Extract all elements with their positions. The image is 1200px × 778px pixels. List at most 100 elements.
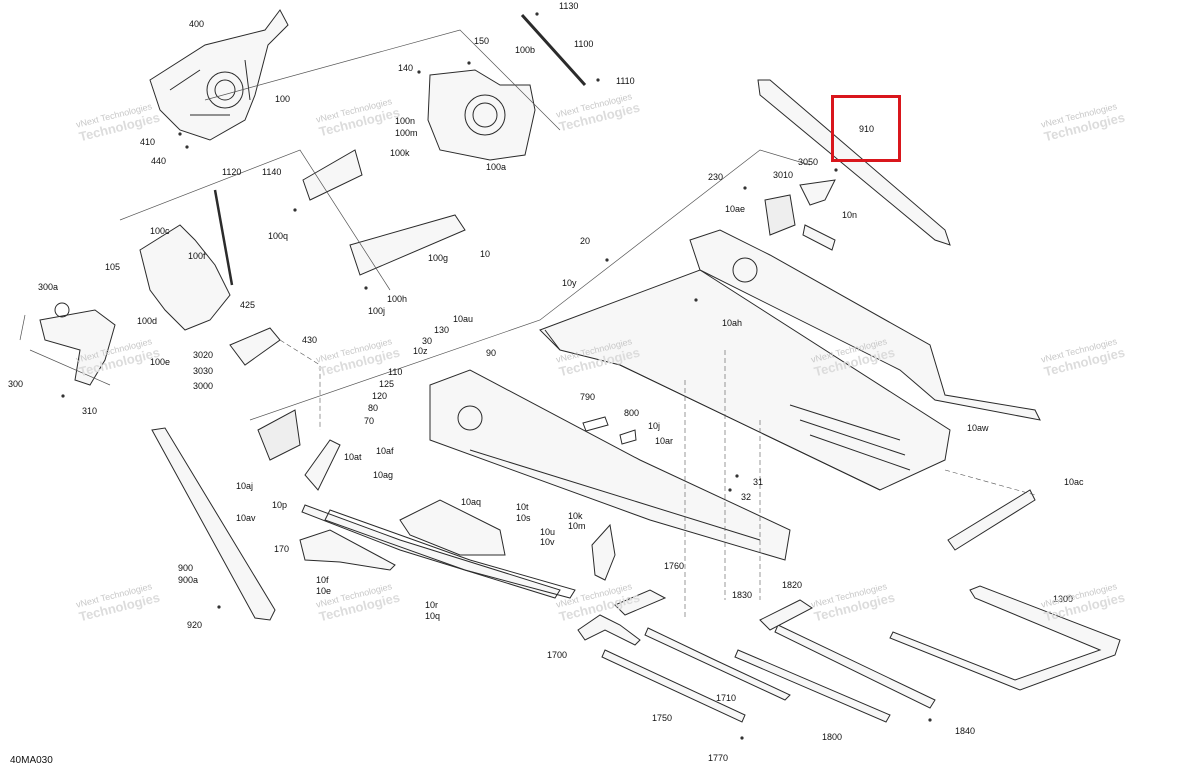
part-label-1110[interactable]: 1110 [616,76,635,86]
part-label-1800[interactable]: 1800 [822,732,843,742]
part-label-1140[interactable]: 1140 [262,167,282,177]
part-label-1700[interactable]: 1700 [547,650,568,660]
part-label-10aq[interactable]: 10aq [461,497,482,507]
part-label-410[interactable]: 410 [140,137,156,147]
part-label-10aw[interactable]: 10aw [967,423,989,433]
part-label-140[interactable]: 140 [398,63,414,73]
part-label-130[interactable]: 130 [434,325,450,335]
part-label-800[interactable]: 800 [624,408,640,418]
part-label-900a[interactable]: 900a [178,575,199,585]
part-label-70[interactable]: 70 [364,416,375,426]
part-label-170[interactable]: 170 [274,544,290,554]
part-label-10u[interactable]: 10u [540,527,556,537]
part-label-230[interactable]: 230 [708,172,724,182]
part-label-10t[interactable]: 10t [516,502,529,512]
part-label-100f[interactable]: 100f [188,251,206,261]
part-label-1300[interactable]: 1300 [1053,594,1074,604]
part-label-3030[interactable]: 3030 [193,366,214,376]
part-label-100h[interactable]: 100h [387,294,408,304]
part-label-20[interactable]: 20 [580,236,591,246]
part-label-10q[interactable]: 10q [425,611,441,621]
part-label-300[interactable]: 300 [8,379,24,389]
part-label-10at[interactable]: 10at [344,452,362,462]
part-label-10s[interactable]: 10s [516,513,531,523]
part-label-1100[interactable]: 1100 [574,39,594,49]
part-label-10ah[interactable]: 10ah [722,318,743,328]
part-label-100d[interactable]: 100d [137,316,158,326]
part-label-1770[interactable]: 1770 [708,753,729,763]
part-label-430[interactable]: 430 [302,335,318,345]
part-label-310[interactable]: 310 [82,406,98,416]
part-label-10[interactable]: 10 [480,249,491,259]
part-label-1820[interactable]: 1820 [782,580,803,590]
part-label-100n[interactable]: 100n [395,116,416,126]
part-label-10j[interactable]: 10j [648,421,661,431]
part-label-100b[interactable]: 100b [515,45,536,55]
part-label-10ar[interactable]: 10ar [655,436,674,446]
part-label-110[interactable]: 110 [388,367,403,377]
part-300-arm [39,309,116,386]
part-label-30[interactable]: 30 [422,336,433,346]
part-label-10ac[interactable]: 10ac [1064,477,1084,487]
part-10aj-grille [257,409,301,461]
part-1800-rail [734,649,891,723]
part-label-10r[interactable]: 10r [425,600,439,610]
part-label-31[interactable]: 31 [753,477,764,487]
part-label-910[interactable]: 910 [859,124,875,134]
part-label-100g[interactable]: 100g [428,253,449,263]
part-label-32[interactable]: 32 [741,492,752,502]
part-label-1830[interactable]: 1830 [732,590,753,600]
part-label-900[interactable]: 900 [178,563,194,573]
part-label-105[interactable]: 105 [105,262,121,272]
part-10ac-bracket [947,489,1036,551]
part-label-100a[interactable]: 100a [486,162,507,172]
part-label-120[interactable]: 120 [372,391,388,401]
part-label-10f[interactable]: 10f [316,575,329,585]
part-label-100m[interactable]: 100m [395,128,418,138]
part-label-300a[interactable]: 300a [38,282,59,292]
diagram-code: 40MA030 [10,755,53,766]
part-label-1840[interactable]: 1840 [955,726,976,736]
part-label-10aj[interactable]: 10aj [236,481,254,491]
part-label-125[interactable]: 125 [379,379,395,389]
part-label-10k[interactable]: 10k [568,511,583,521]
part-label-10n[interactable]: 10n [842,210,858,220]
part-label-920[interactable]: 920 [187,620,203,630]
part-label-10p[interactable]: 10p [272,500,288,510]
part-label-3010[interactable]: 3010 [773,170,794,180]
part-label-3000[interactable]: 3000 [193,381,214,391]
part-label-10au[interactable]: 10au [453,314,474,324]
part-label-100e[interactable]: 100e [150,357,171,367]
part-label-1120[interactable]: 1120 [222,167,242,177]
part-label-10av[interactable]: 10av [236,513,256,523]
part-label-10m[interactable]: 10m [568,521,586,531]
part-label-425[interactable]: 425 [240,300,256,310]
part-label-80[interactable]: 80 [368,403,379,413]
part-label-3050[interactable]: 3050 [798,157,819,167]
part-label-10af[interactable]: 10af [376,446,394,456]
part-label-1750[interactable]: 1750 [652,713,673,723]
part-label-100[interactable]: 100 [275,94,291,104]
part-label-100j[interactable]: 100j [368,306,386,316]
part-label-400[interactable]: 400 [189,19,205,29]
part-label-440[interactable]: 440 [151,156,167,166]
part-label-1710[interactable]: 1710 [716,693,737,703]
part-label-1760[interactable]: 1760 [664,561,685,571]
part-label-3020[interactable]: 3020 [193,350,214,360]
part-label-10y[interactable]: 10y [562,278,577,288]
part-label-90[interactable]: 90 [486,348,497,358]
part-label-10z[interactable]: 10z [413,346,428,356]
part-label-790[interactable]: 790 [580,392,596,402]
part-label-10v[interactable]: 10v [540,537,555,547]
part-label-1130[interactable]: 1130 [559,1,579,11]
part-label-100k[interactable]: 100k [390,148,410,158]
part-label-100c[interactable]: 100c [150,226,170,236]
part-10n-small [802,224,836,251]
part-10ae-grille [764,194,796,236]
part-label-10e[interactable]: 10e [316,586,332,596]
part-label-10ag[interactable]: 10ag [373,470,394,480]
part-label-100q[interactable]: 100q [268,231,289,241]
part-label-150[interactable]: 150 [474,36,490,46]
part-label-10ae[interactable]: 10ae [725,204,746,214]
